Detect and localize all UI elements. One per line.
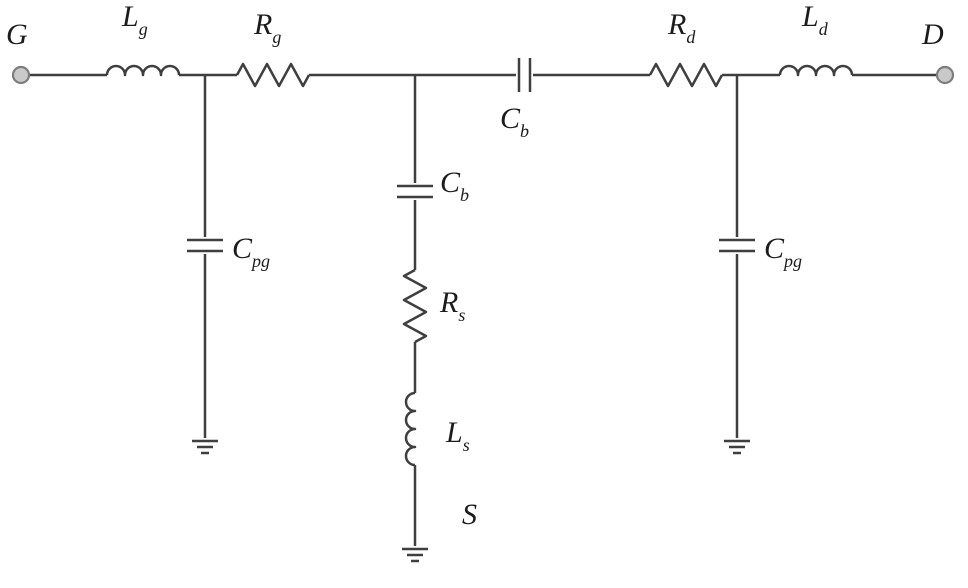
- label-terminal-g: G: [6, 18, 28, 51]
- label-rg: Rg: [254, 8, 282, 48]
- resistor-rs-symbol: [402, 268, 428, 344]
- label-cpg-left: Cpg: [232, 232, 271, 272]
- ground-symbol-left: [192, 439, 218, 455]
- label-cb-mid: Cb: [440, 166, 470, 206]
- label-ls: Ls: [446, 416, 470, 456]
- ground-symbol-right: [724, 439, 750, 455]
- label-terminal-s: S: [462, 498, 477, 531]
- inductor-ls-symbol: [404, 391, 417, 467]
- label-rs: Rs: [440, 286, 466, 326]
- inductor-ld-symbol: [778, 64, 854, 77]
- inductor-lg-symbol: [105, 64, 181, 77]
- capacitor-cpg-right-symbol: [719, 238, 755, 253]
- label-rd: Rd: [668, 8, 696, 48]
- label-lg: Lg: [122, 0, 148, 40]
- label-terminal-d: D: [922, 18, 944, 51]
- gate-terminal-node: [11, 65, 31, 85]
- ground-symbol-source: [402, 547, 428, 563]
- label-ld: Ld: [802, 0, 828, 40]
- drain-terminal-node: [935, 65, 955, 85]
- resistor-rd-symbol: [648, 62, 724, 88]
- capacitor-cb-top-symbol: [517, 58, 532, 92]
- resistor-rg-symbol: [235, 62, 311, 88]
- label-cb-top: Cb: [500, 102, 530, 142]
- capacitor-cpg-left-symbol: [187, 238, 223, 253]
- capacitor-cb-mid-symbol: [397, 184, 433, 199]
- label-cpg-right: Cpg: [764, 232, 803, 272]
